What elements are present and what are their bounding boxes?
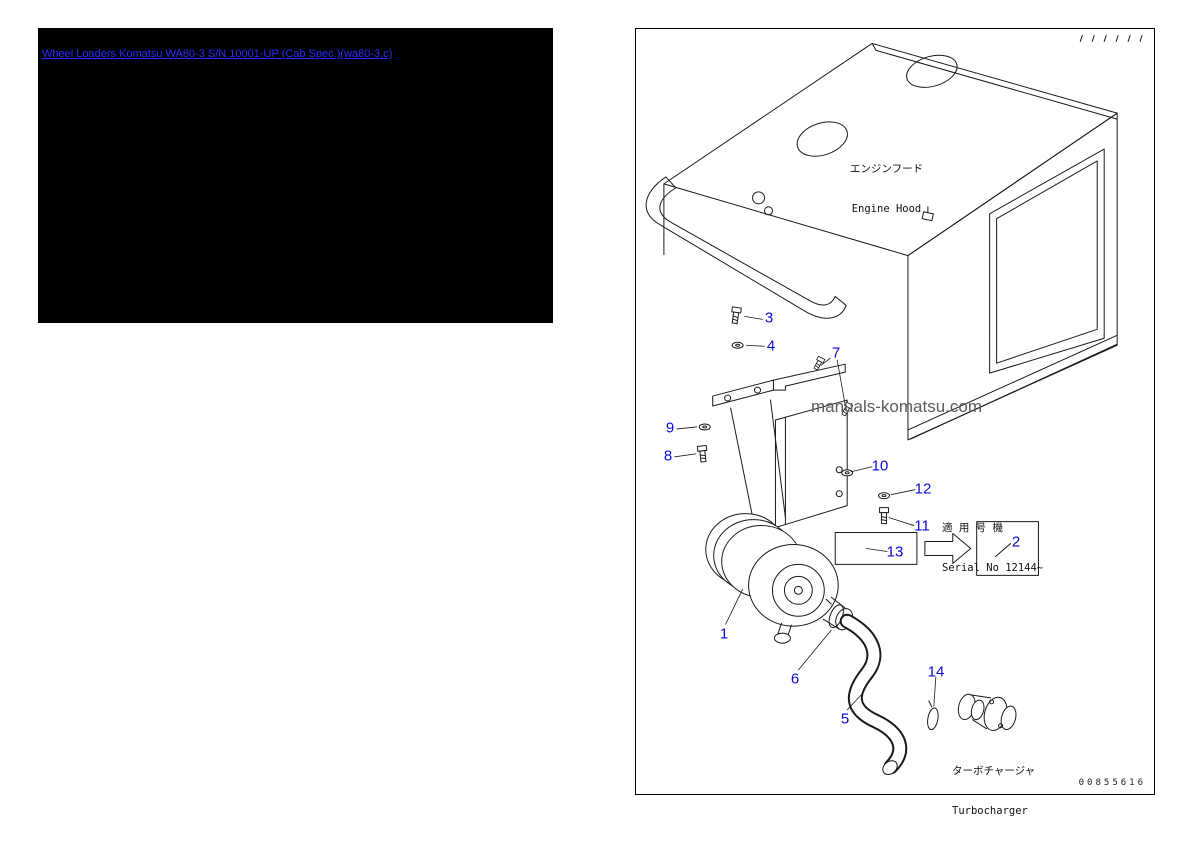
part-callout-2: 2	[1011, 533, 1021, 551]
serial-note: 適 用 号 機 Serial No 12144~	[942, 496, 1043, 601]
serial-note-en: Serial No 12144~	[942, 561, 1044, 574]
part-callout-14: 14	[927, 663, 945, 681]
part-callout-10: 10	[871, 457, 889, 475]
part-callout-3: 3	[764, 309, 774, 327]
engine-hood-label: エンジンフード Engine Hood	[824, 137, 949, 242]
content-placeholder-panel: Wheel Loaders Komatsu WA80-3 S/N 10001-U…	[38, 28, 553, 323]
part-callout-4: 4	[766, 337, 776, 355]
part-callout-6: 6	[790, 670, 800, 688]
part-callout-13: 13	[886, 543, 904, 561]
engine-hood-label-jp: エンジンフード	[849, 163, 924, 176]
part-callout-11: 11	[914, 517, 930, 535]
parts-diagram-drawing	[645, 34, 1143, 775]
part-callout-5: 5	[840, 710, 850, 728]
model-link[interactable]: Wheel Loaders Komatsu WA80-3 S/N 10001-U…	[42, 48, 393, 60]
part-callout-7: 7	[831, 344, 841, 362]
figure-number: 00855616	[1078, 778, 1146, 788]
part-callout-9: 9	[665, 419, 675, 437]
serial-note-jp: 適 用 号 機	[942, 522, 1003, 535]
turbocharger-label: ターボチャージャ Turbocharger	[952, 739, 1035, 842]
watermark-text: manuals-komatsu.com	[810, 397, 982, 416]
parts-diagram-panel: エンジンフード Engine Hood manuals-komatsu.com …	[635, 28, 1155, 817]
part-callout-8: 8	[663, 447, 673, 465]
turbocharger-label-jp: ターボチャージャ	[952, 765, 1036, 778]
engine-hood-label-en: Engine Hood	[851, 202, 922, 215]
turbocharger-label-en: Turbocharger	[952, 804, 1028, 817]
part-callout-1: 1	[719, 625, 729, 643]
part-callout-12: 12	[914, 480, 932, 498]
